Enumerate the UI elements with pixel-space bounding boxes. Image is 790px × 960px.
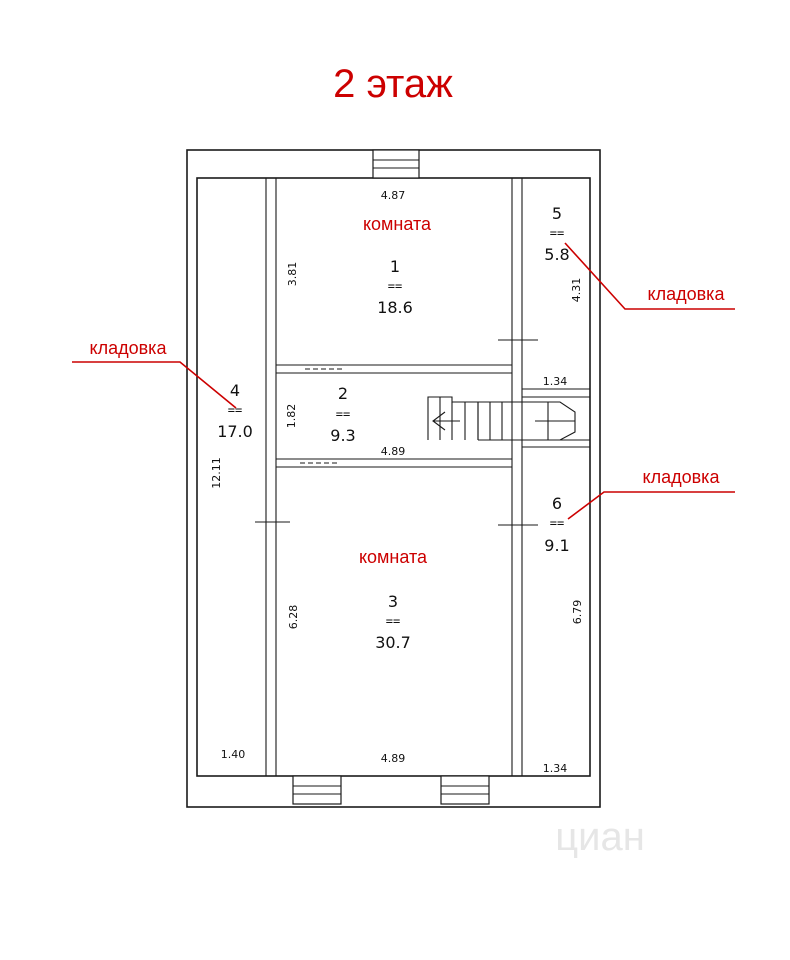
room4-width-dim: 1.40: [221, 748, 246, 761]
room5-height-dim: 4.31: [570, 278, 583, 303]
storage-label-room5: кладовка: [648, 284, 726, 304]
partition-right: [498, 178, 538, 776]
partition-left: [255, 178, 290, 776]
room2-equals: ==: [336, 407, 350, 421]
room5-number: 5: [552, 204, 562, 223]
storage-label-room6: кладовка: [643, 467, 721, 487]
room5-equals: ==: [550, 226, 564, 240]
watermark-text: циан: [555, 815, 645, 859]
room3-equals: ==: [386, 614, 400, 628]
room5-area: 5.8: [544, 245, 569, 264]
room4-area: 17.0: [217, 422, 253, 441]
room3-width-dim: 4.89: [381, 752, 406, 765]
partition-room2-room3: [276, 458, 512, 468]
storage-label-top-right: кладовка: [564, 242, 735, 310]
room6-equals: ==: [550, 516, 564, 530]
storage-label-left: кладовка: [72, 338, 237, 409]
room2-number: 2: [338, 384, 348, 403]
room1-number: 1: [390, 257, 400, 276]
storage-label-bottom-right: кладовка: [567, 467, 735, 520]
floor-title: 2 этаж: [333, 62, 453, 106]
room3-height-dim: 6.28: [287, 605, 300, 630]
window-bottom-left: [292, 775, 342, 805]
room2-height-dim: 1.82: [285, 404, 298, 429]
room1-equals: ==: [388, 279, 402, 293]
room1-width-dim: 4.87: [381, 189, 406, 202]
storage-label-room4: кладовка: [90, 338, 168, 358]
room4-height-dim: 12.11: [210, 457, 223, 489]
room3-number: 3: [388, 592, 398, 611]
room6-number: 6: [552, 494, 562, 513]
room6-width-dim: 1.34: [543, 762, 568, 775]
partition-stairs-room6: [522, 439, 590, 448]
outer-wall: [186, 149, 601, 808]
staircase: [427, 396, 576, 441]
partition-room1-room2: [276, 364, 512, 374]
room5-width-dim: 1.34: [543, 375, 568, 388]
room6-height-dim: 6.79: [571, 600, 584, 625]
room4-equals: ==: [228, 403, 242, 417]
room3-area: 30.7: [375, 633, 411, 652]
room3-type-label: комната: [359, 547, 428, 567]
room1-height-dim: 3.81: [286, 262, 299, 287]
window-bottom-right: [440, 775, 490, 805]
room4-number: 4: [230, 381, 240, 400]
partition-room5-stairs: [522, 388, 590, 398]
room2-area: 9.3: [330, 426, 355, 445]
room1-type-label: комната: [363, 214, 432, 234]
room1-area: 18.6: [377, 298, 413, 317]
room6-area: 9.1: [544, 536, 569, 555]
room2-width-dim: 4.89: [381, 445, 406, 458]
window-top: [372, 149, 420, 179]
